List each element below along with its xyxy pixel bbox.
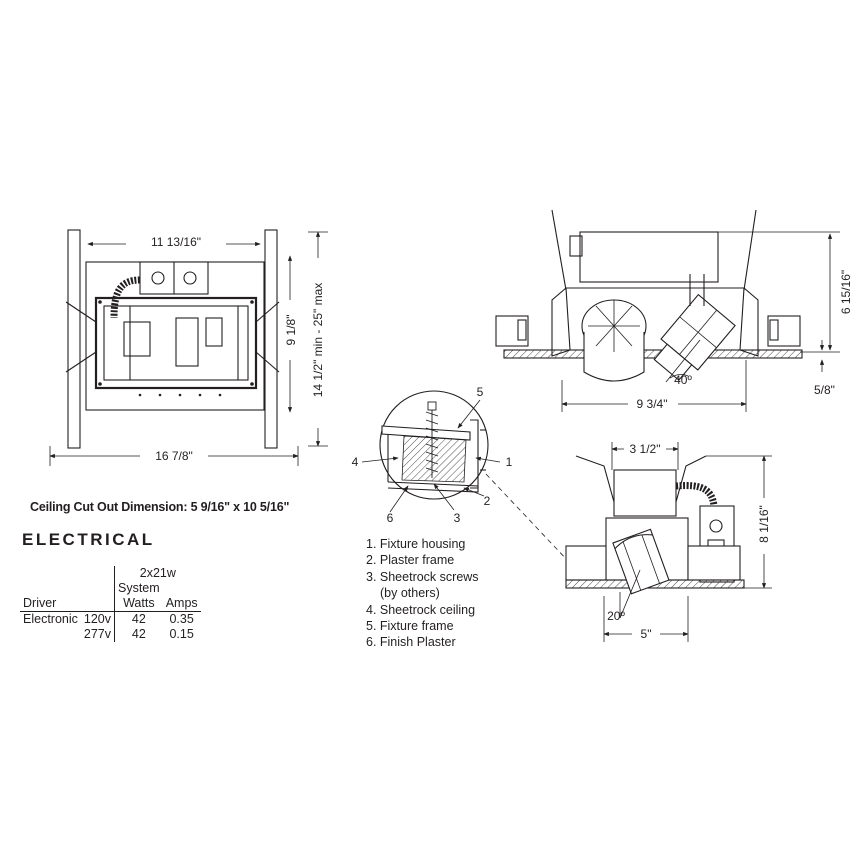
amps-header: Amps (165, 596, 198, 610)
plan-height-label: 14 1/2" min - 25" max (311, 283, 325, 398)
electrical-heading: ELECTRICAL (22, 530, 155, 549)
callout-3: 3 (454, 511, 461, 525)
legend-item: 3. Sheetrock screws (366, 569, 479, 584)
driver-cell (20, 627, 81, 642)
front-thickness-label: 5/8" (814, 383, 835, 397)
amps-cell: 0.15 (169, 627, 194, 641)
driver-box (579, 231, 719, 283)
voltage-cell: 277v (83, 627, 111, 641)
side-tilt-label: 20º (607, 609, 625, 623)
plan-width-label: 11 13/16" (151, 235, 201, 249)
front-tilt-label: 40º (674, 373, 692, 387)
left-hanger-bar (67, 229, 81, 449)
side-driver-box (613, 469, 677, 517)
legend-item: 2. Plaster frame (366, 553, 455, 568)
voltage-cell: 120v (80, 611, 115, 627)
side-bottom-width-label: 5" (641, 627, 652, 641)
amps-cell: 0.35 (162, 611, 201, 627)
side-top-width-label: 3 1/2" (630, 442, 661, 456)
config-cell: 2x21w (113, 566, 201, 581)
sheetrock-screw (425, 401, 439, 478)
side-height-label: 8 1/16" (757, 505, 771, 543)
rivets (98, 300, 254, 397)
lamp-module-right (653, 293, 736, 381)
housing-outline (94, 296, 258, 390)
system-header: System (113, 581, 163, 596)
watts-cell: 42 (113, 627, 163, 642)
driver-header: Driver (23, 596, 57, 610)
right-hanger-bar (264, 229, 278, 449)
legend-item: 6. Finish Plaster (366, 635, 456, 650)
callout-5: 5 (477, 385, 484, 399)
plan-inner-dim-label: 9 1/8" (284, 315, 298, 346)
watts-cell: 42 (113, 611, 163, 627)
side-flex-conduit (675, 482, 718, 507)
plan-view (49, 229, 328, 466)
callout-1: 1 (506, 455, 513, 469)
front-elevation-view (495, 209, 840, 412)
watts-header: Watts (113, 596, 163, 612)
flex-conduit (110, 276, 141, 319)
plan-bar-length-label: 16 7/8" (155, 449, 193, 463)
legend-item: 5. Fixture frame (366, 619, 454, 634)
front-dimension-lines (561, 231, 840, 412)
section-detail-view (361, 390, 587, 581)
ceiling-band (503, 349, 803, 359)
electrical-table: 2x21w System Driver Watts Amps Electroni… (20, 566, 201, 642)
side-lamp-module (612, 528, 670, 595)
front-width-label: 9 3/4" (637, 397, 668, 411)
driver-cell: Electronic (20, 611, 81, 627)
side-elevation-view (565, 442, 772, 642)
table-row: Electronic 120v 42 0.35 (20, 611, 201, 627)
component-legend: 1. Fixture housing 2. Plaster frame 3. S… (366, 536, 479, 651)
front-height-label: 6 15/16" (839, 270, 853, 314)
legend-item: (by others) (380, 586, 440, 601)
driver-compartment (175, 317, 199, 367)
legend-item: 1. Fixture housing (366, 537, 466, 551)
callout-6: 6 (387, 511, 394, 525)
legend-item: 4. Sheetrock ceiling (366, 602, 476, 617)
table-row: 277v 42 0.15 (20, 627, 201, 642)
ceiling-cutout-dimension: Ceiling Cut Out Dimension: 5 9/16" x 10 … (30, 500, 290, 514)
callout-2: 2 (484, 494, 491, 508)
callout-4: 4 (352, 455, 359, 469)
